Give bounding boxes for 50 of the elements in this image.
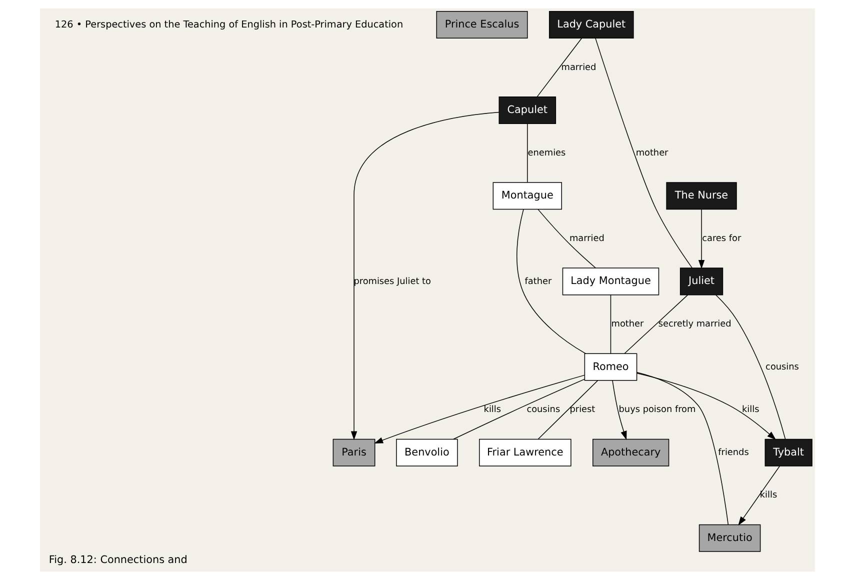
edge-label: enemies — [528, 148, 566, 158]
node-box: Benvolio — [396, 438, 458, 466]
arrow — [612, 380, 627, 440]
edge-label: kills — [742, 405, 760, 416]
connector — [538, 208, 596, 268]
node-box: Friar Lawrence — [479, 438, 572, 466]
node-box: Lady Montague — [562, 268, 660, 296]
connector — [715, 294, 786, 440]
label: 126 • Perspectives on the Teaching of English in Post-Primary Education — [54, 19, 404, 30]
node-box: Juliet — [680, 268, 724, 296]
edge-label: cousins — [526, 405, 560, 416]
connector — [453, 378, 585, 440]
edge-label: friends — [718, 448, 749, 458]
arrow — [374, 374, 585, 444]
node-box: Romeo — [584, 353, 638, 381]
edge-label: married — [561, 62, 596, 73]
connector — [538, 380, 598, 440]
node-box: Tybalt — [764, 438, 812, 466]
edge-label: promises Juliet to — [354, 276, 431, 287]
edge-label: secretly married — [658, 320, 732, 330]
connector — [595, 38, 692, 268]
connector — [636, 372, 729, 526]
connector — [516, 209, 586, 354]
connector — [536, 38, 582, 98]
node-box: Lady Capulet — [548, 10, 634, 38]
node-box: Prince Escalus — [436, 10, 528, 38]
node-box: Montague — [492, 182, 562, 210]
edge-label: cousins — [766, 362, 799, 372]
edge-label: kills — [760, 490, 778, 501]
edge-label: married — [569, 234, 604, 244]
arrow — [636, 372, 776, 440]
arrow — [350, 112, 500, 440]
node-box: Paris — [332, 438, 376, 466]
edge-label: buys poison from — [618, 405, 696, 416]
edge-label: father — [524, 276, 552, 287]
connector — [527, 123, 528, 183]
node-box: Mercutio — [698, 524, 761, 552]
edge-label: kills — [484, 405, 502, 416]
arrow — [738, 466, 780, 526]
node-box: Capulet — [498, 96, 556, 124]
node-box: Apothecary — [592, 438, 670, 466]
caption: Fig. 8.12: Connections and — [48, 554, 188, 566]
arrow — [698, 209, 705, 269]
edge-label: cares for — [702, 234, 742, 244]
node-box: The Nurse — [666, 182, 737, 210]
connector — [624, 294, 688, 354]
edge-label: mother — [611, 320, 644, 330]
edge-label: mother — [636, 148, 668, 158]
edge-label: priest — [570, 405, 596, 416]
connector — [610, 294, 612, 354]
